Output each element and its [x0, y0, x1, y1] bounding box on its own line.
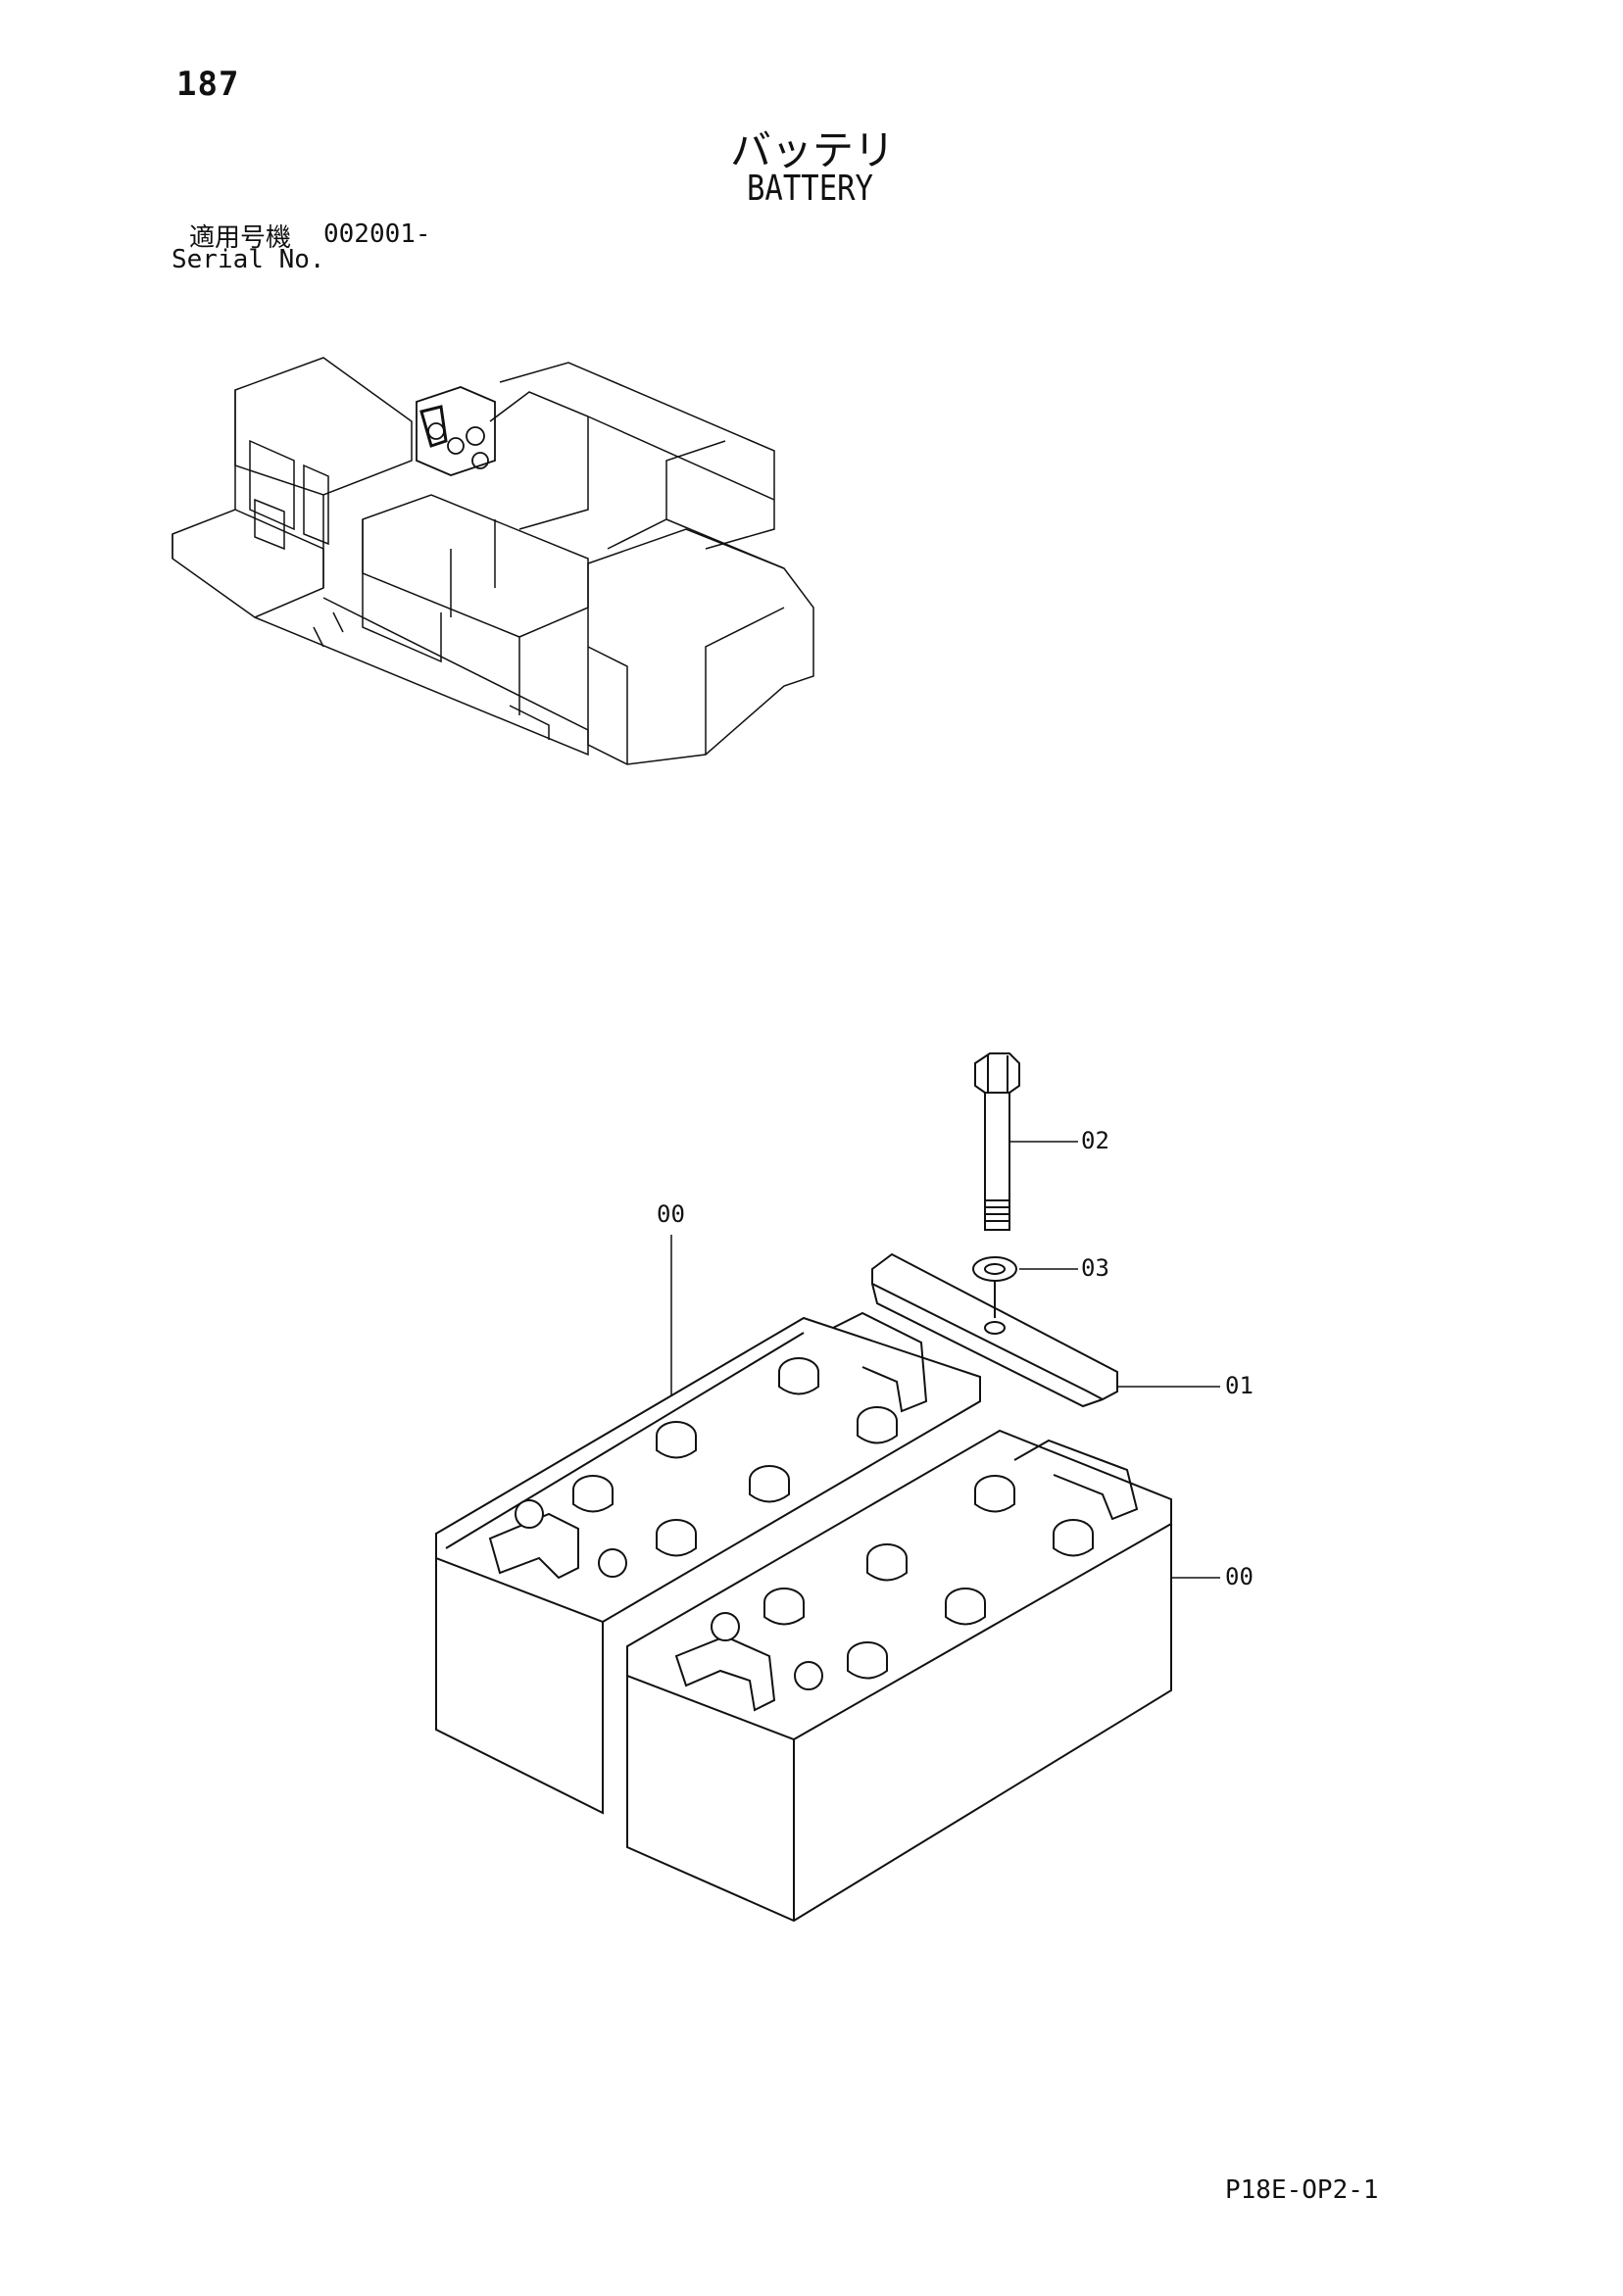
callout-battery-right: 00 [1225, 1563, 1254, 1590]
serial-value: 002001- [323, 220, 431, 249]
callout-battery-left: 00 [657, 1200, 685, 1228]
bolt-drawing [975, 1053, 1019, 1230]
page-number: 187 [176, 65, 240, 104]
drawing-code: P18E-OP2-1 [1225, 2175, 1379, 2205]
serial-label-jp: 適用号機 [189, 223, 292, 253]
callout-bolt: 02 [1081, 1127, 1109, 1154]
clamp-drawing [872, 1254, 1117, 1399]
battery-location-marker [417, 387, 495, 475]
battery-left-drawing [436, 1313, 980, 1813]
page-title-en: BATTERY [747, 169, 873, 209]
washer-drawing [973, 1257, 1016, 1318]
battery-right-drawing [627, 1431, 1171, 1921]
counterweight [588, 529, 813, 764]
serial-label-en: Serial No. [172, 245, 325, 274]
callout-clamp: 01 [1225, 1372, 1254, 1399]
page-title-jp: バッテリ [730, 126, 896, 174]
callout-washer: 03 [1081, 1254, 1109, 1282]
